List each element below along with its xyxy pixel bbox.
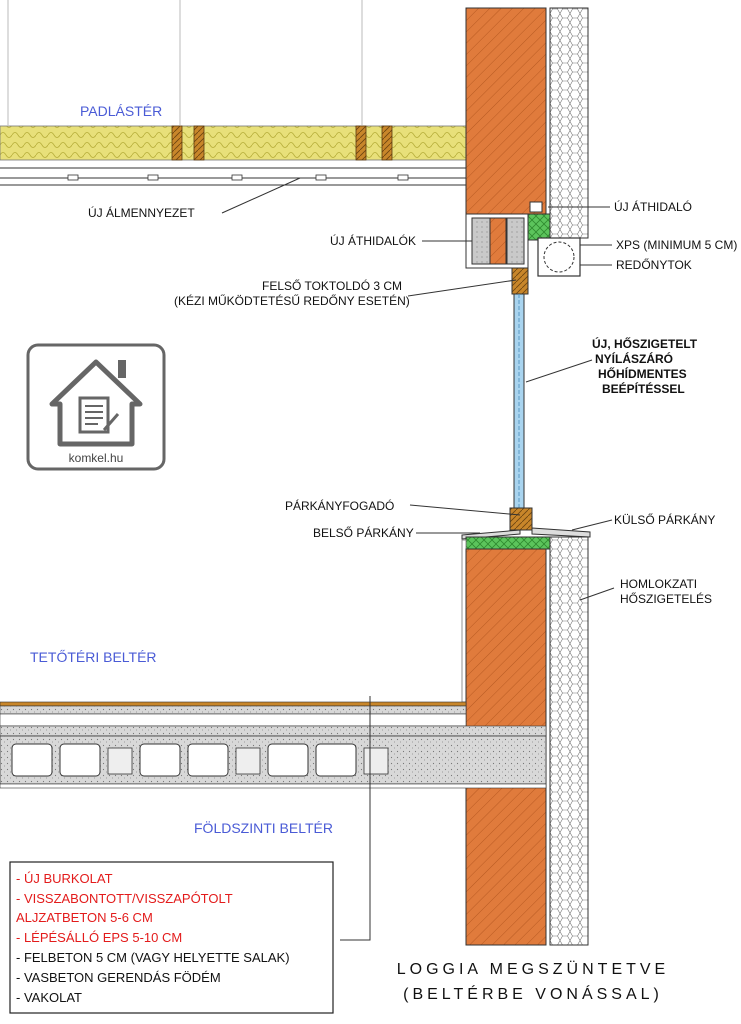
plaster [461,539,467,703]
plaster-ceiling [0,783,547,789]
joist [171,125,183,161]
label-window-2: NYÍLÁSZÁRÓ [595,351,673,366]
label-xps: XPS (MINIMUM 5 CM) [616,238,737,252]
legend-item: - FELBETON 5 CM (VAGY HELYETTE SALAK) [16,950,290,965]
room-label-attic: PADLÁSTÉR [80,103,162,119]
legend-item: - VASBETON GERENDÁS FÖDÉM [16,970,221,985]
label-window-1: ÚJ, HŐSZIGETELT [592,336,698,351]
label-shutter-box: REDŐNYTOK [616,257,692,272]
house-document-icon [49,359,143,447]
new-lintel-small [529,201,543,213]
legend: - ÚJ BURKOLAT - VISSZABONTOTT/VISSZAPÓTO… [9,861,334,1014]
label-sill-holder: PÁRKÁNYFOGADÓ [285,498,394,513]
logo: komkel.hu [26,343,166,471]
eps-under-sill [465,536,551,550]
suspended-ceiling [0,167,466,186]
label-top-extender-1: FELSŐ TOKTOLDÓ 3 CM [262,278,402,293]
label-window-4: BEÉPÍTÉSSEL [602,381,685,396]
outer-sill [531,527,591,538]
label-new-lintels: ÚJ ÁTHIDALÓK [330,233,416,248]
legend-item: - VISSZABONTOTT/VISSZAPÓTOLT [16,891,233,906]
floor-slab [0,701,547,789]
lintel-element [506,217,525,265]
facade-insulation-upper [549,7,589,239]
label-new-ceiling: ÚJ ÁLMENNYEZET [88,205,195,220]
attic-area: PADLÁSTÉR [0,0,467,186]
legend-item: - VAKOLAT [16,990,82,1005]
top-concrete [0,725,547,737]
label-facade-insulation-1: HOMLOKZATI [620,577,697,591]
shutter-roll [543,241,575,273]
upper-wall [465,7,589,295]
brick-wall-upper [465,7,547,215]
logo-text: komkel.hu [69,451,124,465]
xps-insulation [527,213,551,241]
caption-line-1: LOGGIA MEGSZÜNTETVE [397,960,669,978]
shutter-box [537,237,581,277]
joist [193,125,205,161]
eps-layer [0,713,467,727]
leader-lines [221,177,615,941]
label-new-lintel: ÚJ ÁTHIDALÓ [614,199,692,214]
label-top-extender-2: (KÉZI MŰKÖDTETÉSŰ REDŐNY ESETÉN) [174,293,410,308]
label-outer-sill: KÜLSŐ PÁRKÁNY [614,512,715,527]
label-inner-sill: BELSŐ PÁRKÁNY [313,525,414,540]
legend-item: ALJZATBETON 5-6 CM [16,910,153,925]
attic-insulation [0,125,467,161]
legend-item: - ÚJ BURKOLAT [16,871,113,886]
label-facade-insulation-2: HŐSZIGETELÉS [620,591,712,606]
caption-line-2: (BELTÉRBE VONÁSSAL) [403,984,663,1003]
legend-item: - LÉPÉSÁLLÓ EPS 5-10 CM [16,930,182,945]
top-extender [511,267,529,295]
room-label-attic-interior: TETŐTÉRI BELTÉR [30,649,157,665]
room-label-ground-interior: FÖLDSZINTI BELTÉR [194,819,333,836]
label-window-3: HŐHÍDMENTES [598,366,687,381]
facade-insulation-lower [549,536,589,946]
joist [355,125,367,161]
legend-box [9,861,334,1014]
lower-window-frame [509,507,533,531]
hollow-blocks [11,743,389,777]
new-flooring [0,701,467,707]
joist [381,125,393,161]
lintel-element [489,217,507,265]
screed [0,705,467,715]
